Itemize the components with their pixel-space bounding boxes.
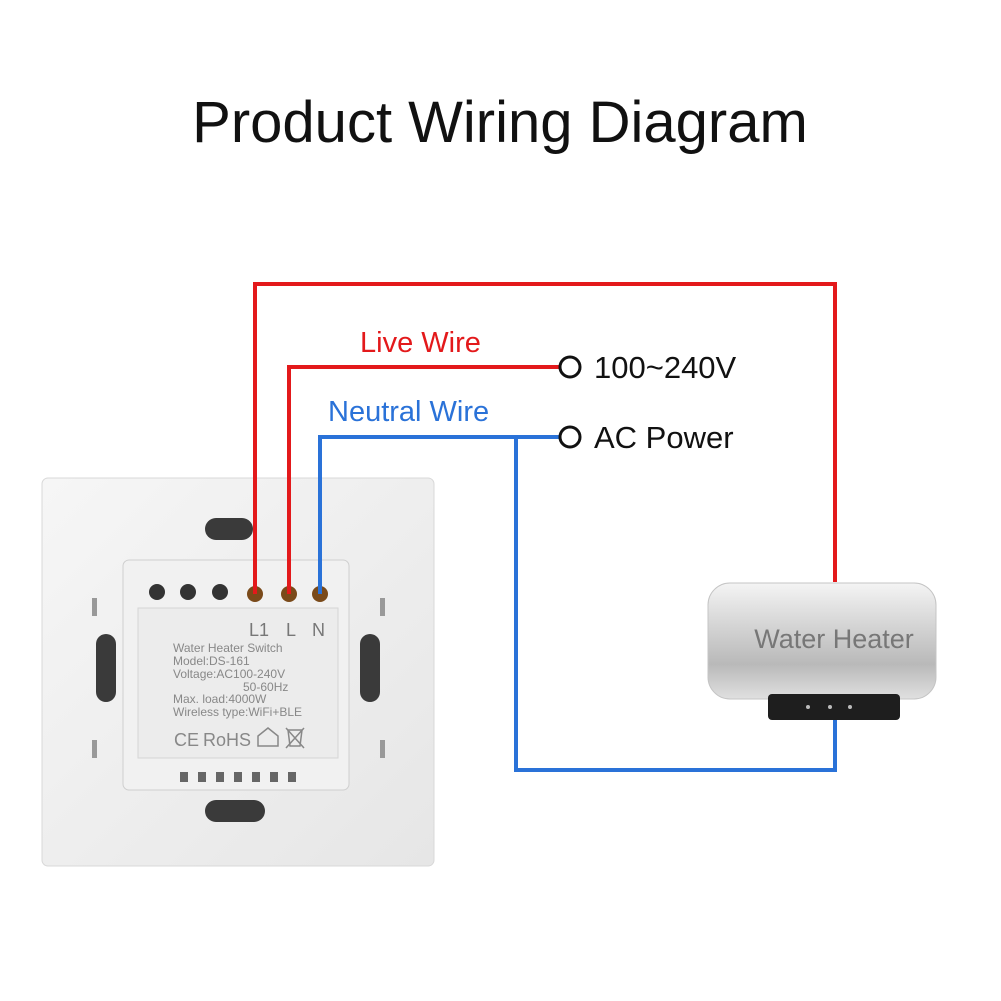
live-wire-load xyxy=(253,282,837,594)
weee-bin-icon xyxy=(285,727,305,749)
spec-line: Water Heater Switch xyxy=(173,641,283,655)
terminal-label-l1: L1 xyxy=(249,620,269,640)
spec-line: Wireless type:WiFi+BLE xyxy=(173,705,302,719)
live-wire-supply xyxy=(287,365,560,594)
spec-line: Max. load:4000W xyxy=(173,692,267,706)
neutral-wire-label: Neutral Wire xyxy=(328,396,489,428)
spec-line: Model:DS-161 xyxy=(173,654,250,668)
spec-line: 50-60Hz xyxy=(243,680,288,694)
page-title: Product Wiring Diagram xyxy=(192,90,808,155)
house-icon xyxy=(257,727,279,747)
spec-line: Voltage:AC100-240V xyxy=(173,667,285,681)
terminal-label-l: L xyxy=(286,620,296,640)
neutral-wire-supply xyxy=(318,435,560,594)
water-heater-label: Water Heater xyxy=(754,624,914,654)
live-wire-label: Live Wire xyxy=(360,327,481,359)
supply-terminal-neutral xyxy=(558,425,582,449)
ac-power-label: AC Power xyxy=(594,420,734,455)
voltage-label: 100~240V xyxy=(594,350,737,385)
terminal-label-n: N xyxy=(312,620,325,640)
water-heater: Water Heater xyxy=(707,582,937,720)
ce-mark: CE xyxy=(174,730,199,750)
rohs-mark: RoHS xyxy=(203,730,251,750)
supply-terminal-live xyxy=(558,355,582,379)
neutral-wire-load xyxy=(514,435,837,772)
switch-module: L1 L N Water Heater Switch Model:DS-161 … xyxy=(122,559,350,791)
